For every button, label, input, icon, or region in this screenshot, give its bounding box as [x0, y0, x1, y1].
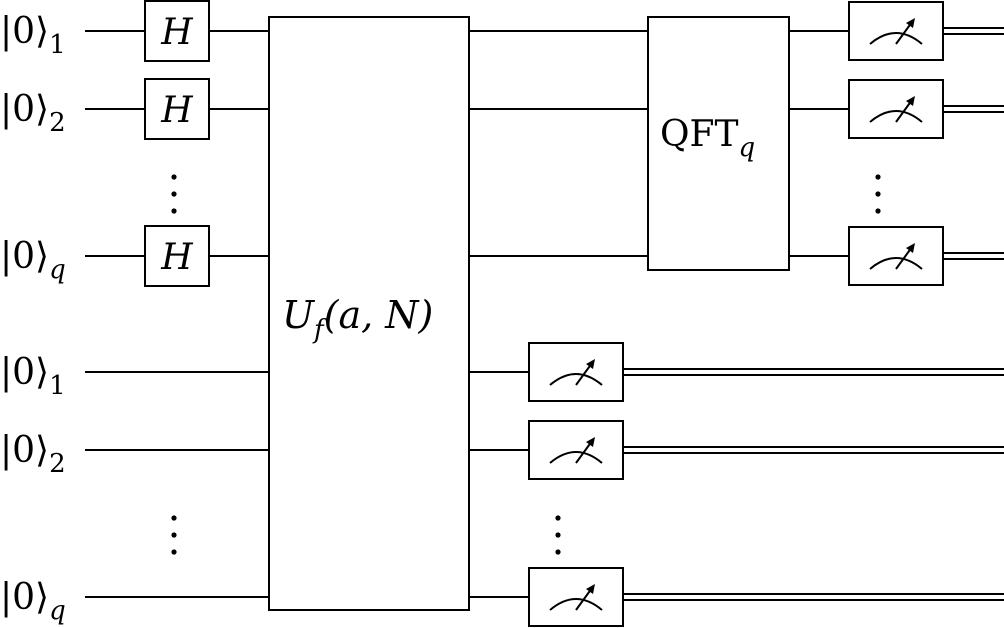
hadamard-gate: H	[144, 225, 210, 287]
gate-label: H	[160, 12, 193, 53]
gate-label: H	[160, 90, 193, 131]
ket-label: |0⟩1	[0, 11, 66, 60]
classical-wires	[623, 27, 1004, 601]
gate-label: H	[160, 237, 193, 278]
hadamard-gate: H	[144, 78, 210, 140]
hadamard-gates: H H H	[144, 0, 210, 287]
measurement-meter-icon	[528, 567, 624, 627]
bottom-register-wires	[85, 371, 529, 598]
ket-label: |0⟩q	[0, 236, 66, 285]
qft-gate: QFTq	[647, 16, 790, 271]
top-measurements	[848, 1, 944, 286]
oracle-label: Uf(a, N)	[282, 293, 433, 345]
measurement-meter-icon	[848, 1, 944, 61]
ket-label: |0⟩1	[0, 352, 66, 401]
measurement-meter-icon	[848, 226, 944, 286]
ket-label: |0⟩2	[0, 89, 66, 138]
vertical-ellipsis-h-column	[171, 174, 177, 214]
measurement-meter-icon	[528, 420, 624, 480]
top-register-wires	[85, 30, 849, 257]
ket-label: |0⟩q	[0, 577, 66, 626]
ket-label: |0⟩2	[0, 430, 66, 479]
vertical-ellipsis-bottom-meters	[555, 515, 561, 555]
qft-label: QFTq	[660, 114, 755, 163]
vertical-ellipsis-top-meters	[875, 174, 881, 214]
oracle-gate: Uf(a, N)	[268, 16, 470, 611]
vertical-ellipsis-bottom-left	[171, 515, 177, 555]
top-register-labels: |0⟩1 |0⟩2 |0⟩q	[0, 11, 66, 285]
measurement-meter-icon	[528, 342, 624, 402]
hadamard-gate: H	[144, 0, 210, 62]
bottom-measurements	[528, 342, 624, 627]
bottom-register-labels: |0⟩1 |0⟩2 |0⟩q	[0, 352, 66, 626]
measurement-meter-icon	[848, 79, 944, 139]
